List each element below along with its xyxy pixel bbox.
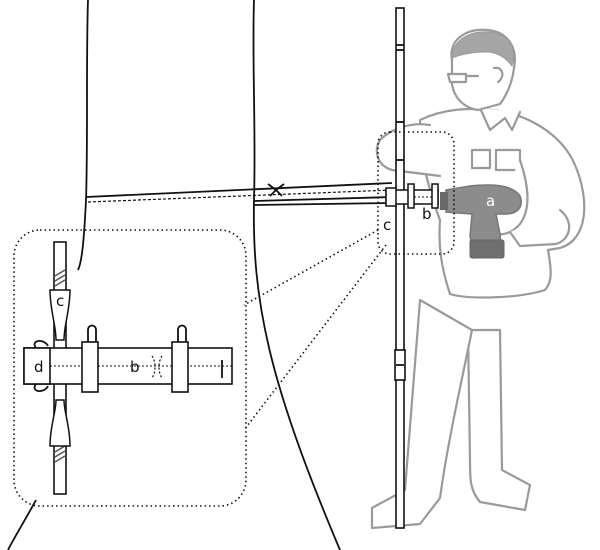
power-drill-icon xyxy=(440,184,522,259)
strap-lines xyxy=(85,182,393,206)
inset-detail xyxy=(13,229,247,507)
pole xyxy=(394,7,406,529)
label-b-sleeve: b xyxy=(422,205,432,223)
strap-knot xyxy=(267,183,285,197)
inset-leader-lines xyxy=(243,229,387,431)
pole-clamp-assembly xyxy=(385,183,439,209)
tree-trunk xyxy=(7,0,341,550)
label-c-inset-clamp: c xyxy=(56,292,64,310)
inset-frame xyxy=(13,229,247,507)
inset-hatch xyxy=(54,269,66,463)
label-a-drill: a xyxy=(486,192,495,210)
label-d-inset-end: d xyxy=(34,358,44,376)
inset-end-cap xyxy=(23,347,51,385)
label-c-clamp: c xyxy=(383,216,391,234)
detail-highlight-box xyxy=(377,131,455,255)
label-b-inset-sleeve: b xyxy=(130,358,140,376)
